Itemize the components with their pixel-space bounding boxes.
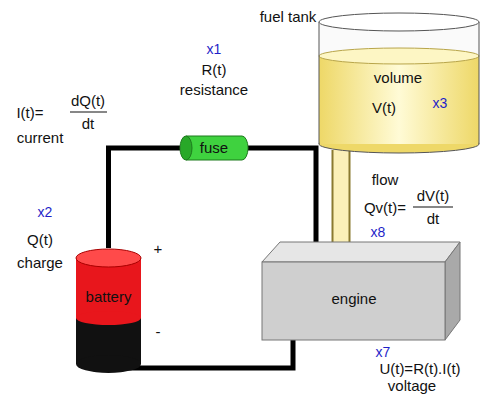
quantity-name: charge: [17, 255, 63, 272]
state-index: x8: [371, 225, 386, 240]
equation-part: Qv(t)=: [364, 200, 406, 217]
variable-name: R(t): [202, 62, 227, 79]
fraction-bar: [413, 206, 453, 207]
quantity-name: volume: [374, 70, 422, 87]
part-name: fuel tank: [260, 9, 317, 26]
battery-shape: [75, 248, 142, 374]
wire: [248, 148, 316, 242]
wire: [248, 148, 316, 242]
state-index: x7: [376, 345, 391, 360]
fraction-numerator: dV(t): [417, 188, 450, 205]
part-name: battery: [86, 289, 132, 306]
fraction-denominator: dt: [82, 116, 95, 133]
part-name: fuse: [200, 140, 228, 157]
fuel-pipe: [341, 150, 342, 244]
quantity-name: current: [17, 130, 64, 147]
quantity-name: flow: [372, 172, 399, 189]
fuse: fuse: [180, 136, 248, 160]
variable-name: Q(t): [27, 232, 53, 249]
fuel-pipe: [334, 150, 349, 244]
state-index: x2: [38, 205, 53, 220]
wire: [109, 148, 181, 248]
fraction-numerator: dQ(t): [71, 93, 105, 110]
engine: engine: [262, 242, 460, 340]
terminal-sign: -: [156, 324, 161, 341]
quantity-name: voltage: [388, 378, 436, 395]
state-index: x1: [207, 42, 222, 57]
equation-part: I(t)=: [16, 105, 43, 122]
wire: [109, 148, 181, 248]
equation: U(t)=R(t).I(t): [379, 361, 460, 378]
fraction-bar: [70, 111, 107, 112]
quantity-name: resistance: [180, 82, 248, 99]
terminal-sign: +: [154, 241, 163, 258]
variable-name: V(t): [372, 100, 396, 117]
battery: battery: [75, 248, 142, 374]
fuel-tank: fuel tankvolumeV(t)x3: [318, 12, 480, 154]
fraction-denominator: dt: [427, 211, 440, 228]
fuel-pipe: [332, 150, 351, 244]
part-name: engine: [331, 291, 376, 308]
state-index: x3: [433, 96, 448, 111]
